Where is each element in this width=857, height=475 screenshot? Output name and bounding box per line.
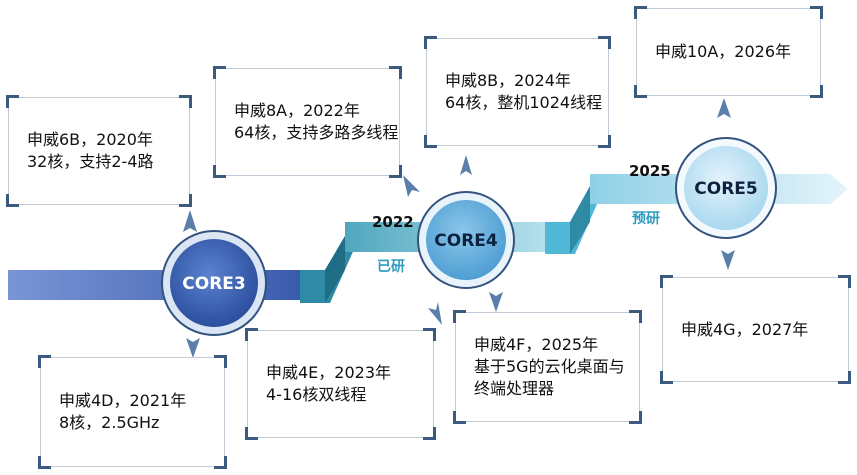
pointer-arrow-4d: [186, 338, 200, 358]
year-2022-label: 2022: [372, 213, 414, 231]
info-box-shenwei-4e: 申威4E，2023年 4-16核双线程: [245, 328, 436, 440]
core3-label: CORE3: [182, 274, 245, 294]
info-box-shenwei-4f: 申威4F，2025年 基于5G的云化桌面与 终端处理器: [453, 310, 642, 424]
status-pre-research-label: 预研: [632, 211, 660, 227]
core4-node: CORE4: [417, 191, 515, 289]
box-4d-line2: 8核，2.5GHz: [59, 413, 160, 432]
box-10a-line1: 申威10A，2026年: [655, 42, 792, 61]
box-6b-line1: 申威6B，2020年: [27, 130, 153, 149]
core5-label: CORE5: [694, 179, 757, 199]
core5-node: CORE5: [675, 137, 777, 239]
pointer-arrow-4f: [489, 292, 503, 312]
box-8a-line1: 申威8A，2022年: [234, 101, 360, 120]
band-riser-1-face: [325, 236, 345, 303]
box-6b-line2: 32核，支持2-4路: [27, 152, 154, 171]
info-box-shenwei-10a: 申威10A，2026年: [634, 6, 823, 98]
box-8b-line1: 申威8B，2024年: [445, 71, 571, 90]
pointer-arrow-8a: [403, 175, 420, 197]
info-box-shenwei-8b: 申威8B，2024年 64核，整机1024线程: [424, 36, 611, 148]
pointer-arrow-4e: [428, 302, 442, 325]
box-4f-line3: 终端处理器: [474, 379, 555, 398]
band-riser-2-face: [570, 186, 590, 254]
box-4e-line2: 4-16核双线程: [266, 385, 367, 404]
info-box-shenwei-8a: 申威8A，2022年 64核，支持多路多线程: [213, 66, 402, 178]
pointer-arrow-10a: [717, 98, 731, 118]
core3-node: CORE3: [161, 230, 267, 336]
info-box-shenwei-6b: 申威6B，2020年 32核，支持2-4路: [6, 95, 192, 207]
info-box-shenwei-4g: 申威4G，2027年: [660, 275, 851, 384]
status-developed-label: 已研: [377, 259, 405, 275]
pointer-arrow-8b: [460, 155, 472, 175]
box-8b-line2: 64核，整机1024线程: [445, 93, 603, 112]
box-4f-line1: 申威4F，2025年: [474, 335, 599, 354]
box-8a-line2: 64核，支持多路多线程: [234, 123, 399, 142]
box-4d-line1: 申威4D，2021年: [59, 391, 187, 410]
box-4f-line2: 基于5G的云化桌面与: [474, 357, 625, 376]
box-4g-line1: 申威4G，2027年: [681, 319, 809, 339]
box-4e-line1: 申威4E，2023年: [266, 363, 392, 382]
core4-label: CORE4: [434, 231, 498, 251]
year-2025-label: 2025: [629, 162, 671, 180]
pointer-arrow-6b: [183, 210, 197, 232]
info-box-shenwei-4d: 申威4D，2021年 8核，2.5GHz: [38, 355, 227, 469]
pointer-arrow-4g: [721, 250, 735, 270]
